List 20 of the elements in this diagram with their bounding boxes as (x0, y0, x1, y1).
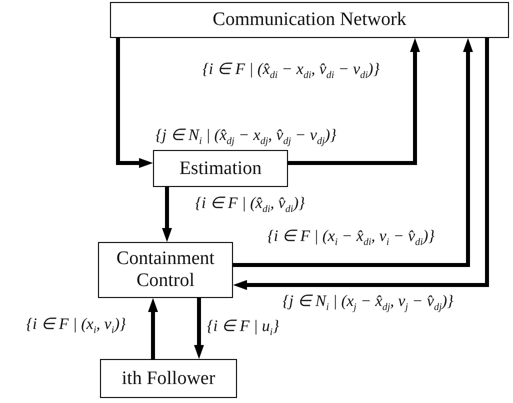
edge-label: {j ∈ N$_{i}$ | (x̂$_{dj}$ − x$_{dj}$, v̂$_{dj}$ − v$_{dj}$)} (156, 126, 336, 150)
box-label: ith Follower (122, 368, 216, 390)
edge-label: {i ∈ F | (x̂$_{di}$, v̂$_{di}$)} (195, 194, 305, 218)
box-label: Communication Network (212, 9, 406, 31)
box-label: Estimation (179, 158, 262, 180)
arrow (162, 187, 172, 242)
box-label: Containment Control (115, 248, 216, 292)
arrow (148, 298, 158, 359)
edge-label: {j ∈ N$_{i}$ | (x$_{j}$ − x̂$_{dj}$, v$_{j}$ − v̂$_{dj}$)} (282, 292, 454, 316)
edge-label: {i ∈ F | (x̂$_{di}$ − x$_{di}$, v̂$_{di}$ − v$_{di}$)} (202, 60, 380, 84)
arrow (194, 298, 204, 359)
process-box (98, 242, 233, 298)
process-box (153, 150, 288, 187)
process-box (100, 359, 237, 398)
edge-label: {i ∈ F | u$_{i}$} (206, 316, 280, 340)
process-box (110, 2, 509, 38)
arrow (116, 38, 153, 168)
edge-label: {i ∈ F | (x$_{i}$, v$_{i}$)} (26, 314, 126, 338)
arrow (288, 38, 420, 165)
edge-label: {i ∈ F | (x$_{i}$ − x̂$_{di}$, v$_{i}$ − v̂$_{di}$)} (267, 226, 435, 250)
